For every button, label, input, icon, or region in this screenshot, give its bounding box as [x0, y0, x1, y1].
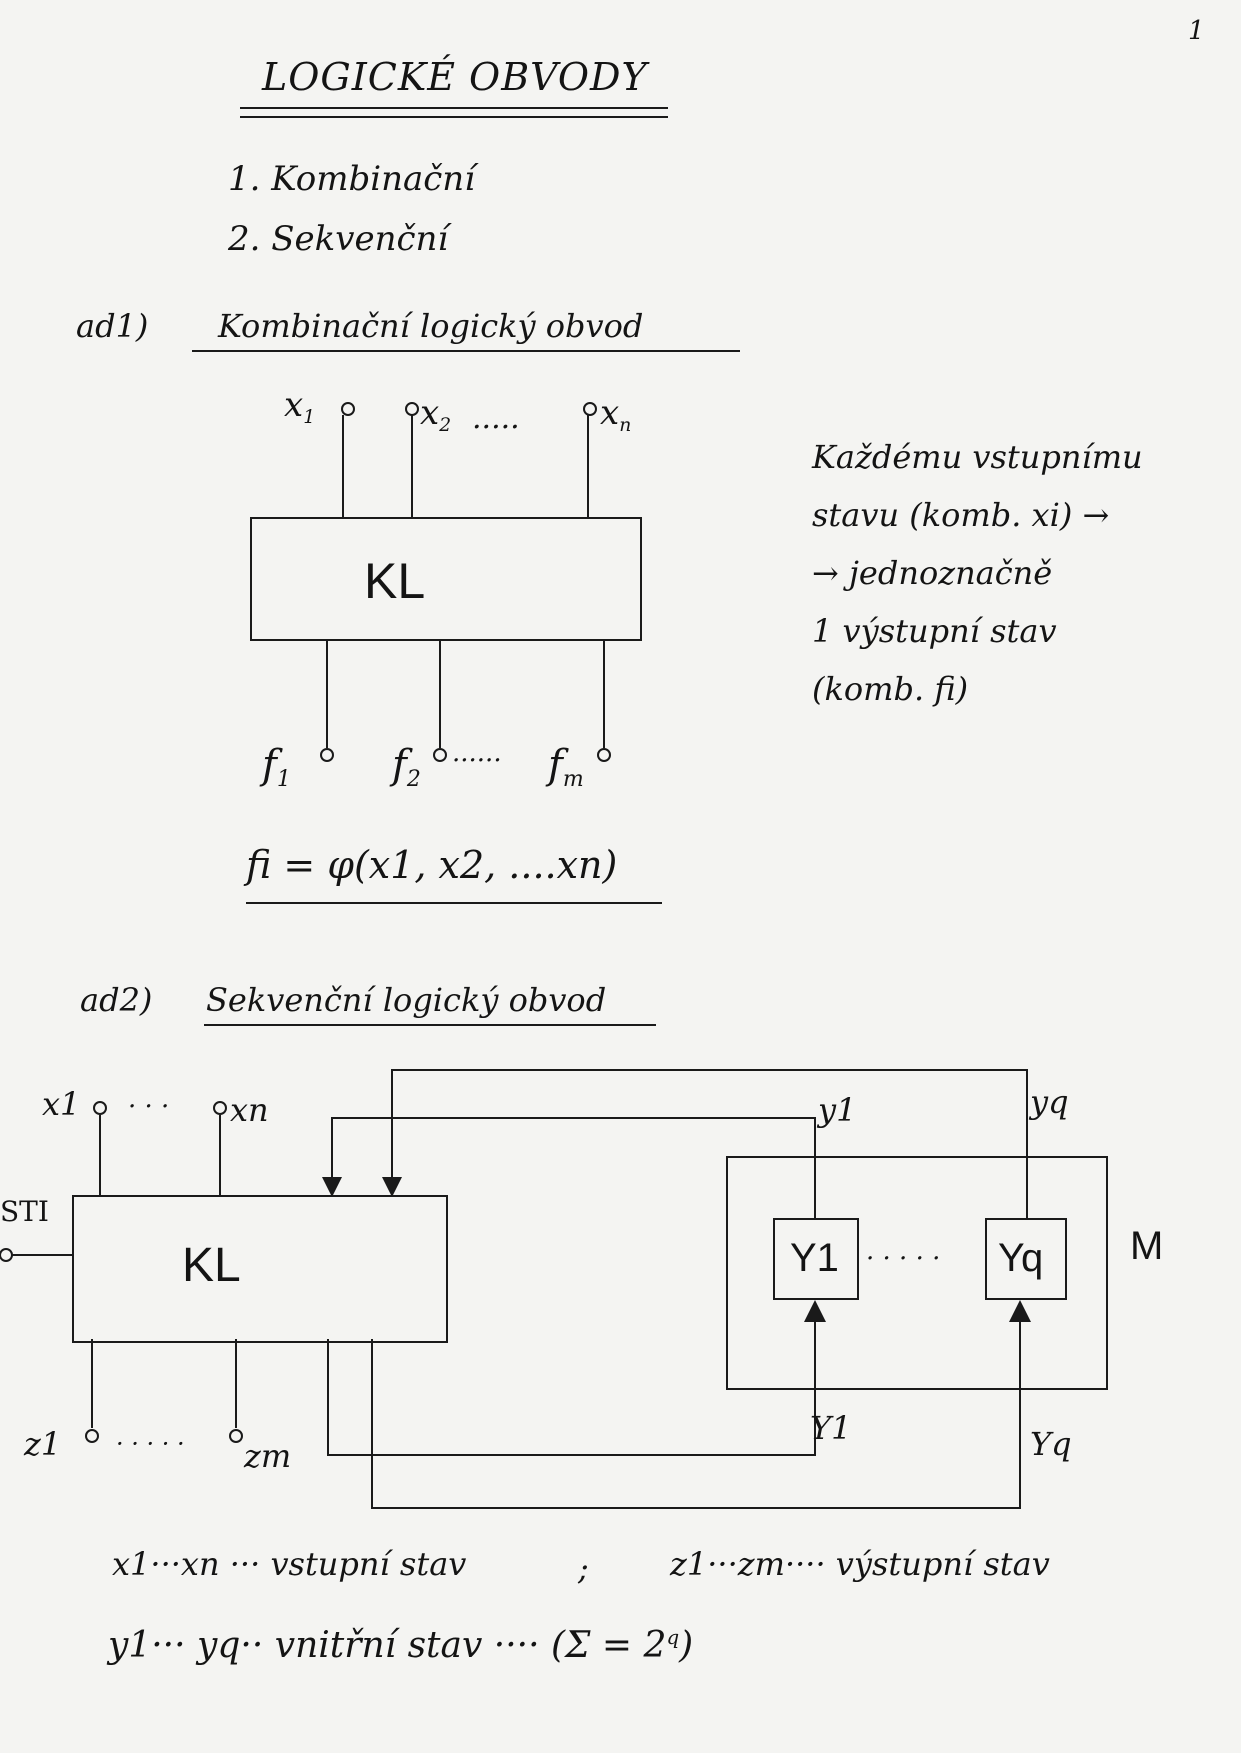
legend-internal-state: y1··· yq·· vnitřní stav ···· (Σ = 2q) — [108, 1628, 693, 1664]
memory-label: M — [1130, 1224, 1164, 1268]
section1-heading-underline — [192, 350, 740, 352]
combinational-formula: fi = φ(x1, x2, ....xn) — [246, 843, 618, 887]
output-fm-label: fm — [548, 742, 584, 790]
memory-block-y1 — [773, 1218, 859, 1300]
seq-left-signal: STI — [0, 1195, 49, 1228]
memory-dots: · · · · · — [866, 1244, 941, 1274]
output-f1-base: f — [262, 742, 277, 788]
legend-internal-close: ) — [679, 1625, 694, 1666]
seq-output-z1: z1 — [24, 1425, 62, 1463]
legend-separator: ; — [578, 1549, 589, 1587]
memory-block-y1-label: Y1 — [790, 1236, 839, 1280]
seq-output-zm: zm — [244, 1437, 292, 1475]
feedback-yq-label: yq — [1030, 1083, 1069, 1121]
section2-label: ad2) — [80, 981, 153, 1019]
title-underline-2 — [240, 116, 668, 118]
legend-output-state: z1···zm···· výstupní stav — [670, 1545, 1050, 1583]
kl-block-combinational — [250, 517, 642, 641]
note-line: stavu (komb. xi) → — [812, 496, 1110, 534]
page-title: LOGICKÉ OBVODY — [262, 55, 648, 99]
memory-block-yq-label: Yq — [998, 1236, 1044, 1280]
legend-internal-exp: q — [666, 1626, 680, 1650]
page-number: 1 — [1188, 16, 1205, 46]
input-x2-label: x2 — [420, 393, 451, 434]
input-x1-sub: 1 — [303, 406, 316, 428]
kl-block-sequential-label: KL — [182, 1239, 241, 1292]
type-item-sequential: 2. Sekvenční — [228, 219, 449, 259]
section1-heading: Kombinační logický obvod — [218, 307, 644, 345]
output-fm-base: f — [548, 742, 563, 788]
seq-input-x1: x1 — [42, 1085, 81, 1123]
input-x1-base: x — [284, 385, 304, 425]
formula-underline — [246, 902, 662, 904]
section2-heading-underline — [204, 1024, 656, 1026]
output-f2-label: f2 — [392, 742, 421, 790]
legend-internal-text: y1··· yq·· vnitřní stav ···· (Σ = 2 — [108, 1625, 667, 1666]
input-x2-base: x — [420, 393, 440, 433]
input-xn-base: x — [600, 393, 620, 433]
excite-Yq-label: Yq — [1030, 1425, 1072, 1463]
memory-block-yq — [985, 1218, 1067, 1300]
input-x2-sub: 2 — [439, 414, 452, 436]
note-line: (komb. fi) — [812, 670, 969, 708]
title-underline-1 — [240, 107, 668, 109]
legend-input-state: x1···xn ··· vstupní stav — [112, 1545, 467, 1583]
input-xn-sub: n — [619, 414, 632, 436]
excite-Y1-label: Y1 — [810, 1409, 852, 1447]
section1-label: ad1) — [76, 307, 149, 345]
kl-block-label: KL — [364, 553, 426, 609]
kl-block-sequential — [72, 1195, 448, 1343]
output-f2-base: f — [392, 742, 407, 788]
output-f1-label: f1 — [262, 742, 291, 790]
note-line: Každému vstupnímu — [812, 438, 1143, 476]
input-xn-label: xn — [600, 393, 631, 434]
output-dots: ...... — [452, 738, 502, 768]
output-f1-sub: 1 — [276, 766, 291, 792]
type-item-combinational: 1. Kombinační — [228, 159, 476, 199]
seq-input-dots: · · · — [128, 1092, 170, 1122]
input-x1-label: x1 — [284, 385, 315, 426]
feedback-y1-label: y1 — [818, 1091, 857, 1129]
seq-input-xn: xn — [230, 1091, 269, 1129]
combinational-note: Každému vstupnímu stavu (komb. xi) → → j… — [812, 428, 1143, 718]
seq-output-dots: · · · · · — [116, 1430, 185, 1458]
output-fm-sub: m — [562, 766, 584, 792]
note-line: → jednoznačně — [812, 554, 1053, 592]
section2-heading: Sekvenční logický obvod — [206, 981, 607, 1019]
input-dots: ..... — [472, 401, 520, 436]
note-line: 1 výstupní stav — [812, 612, 1057, 650]
memory-frame — [726, 1156, 1108, 1390]
output-f2-sub: 2 — [406, 766, 421, 792]
